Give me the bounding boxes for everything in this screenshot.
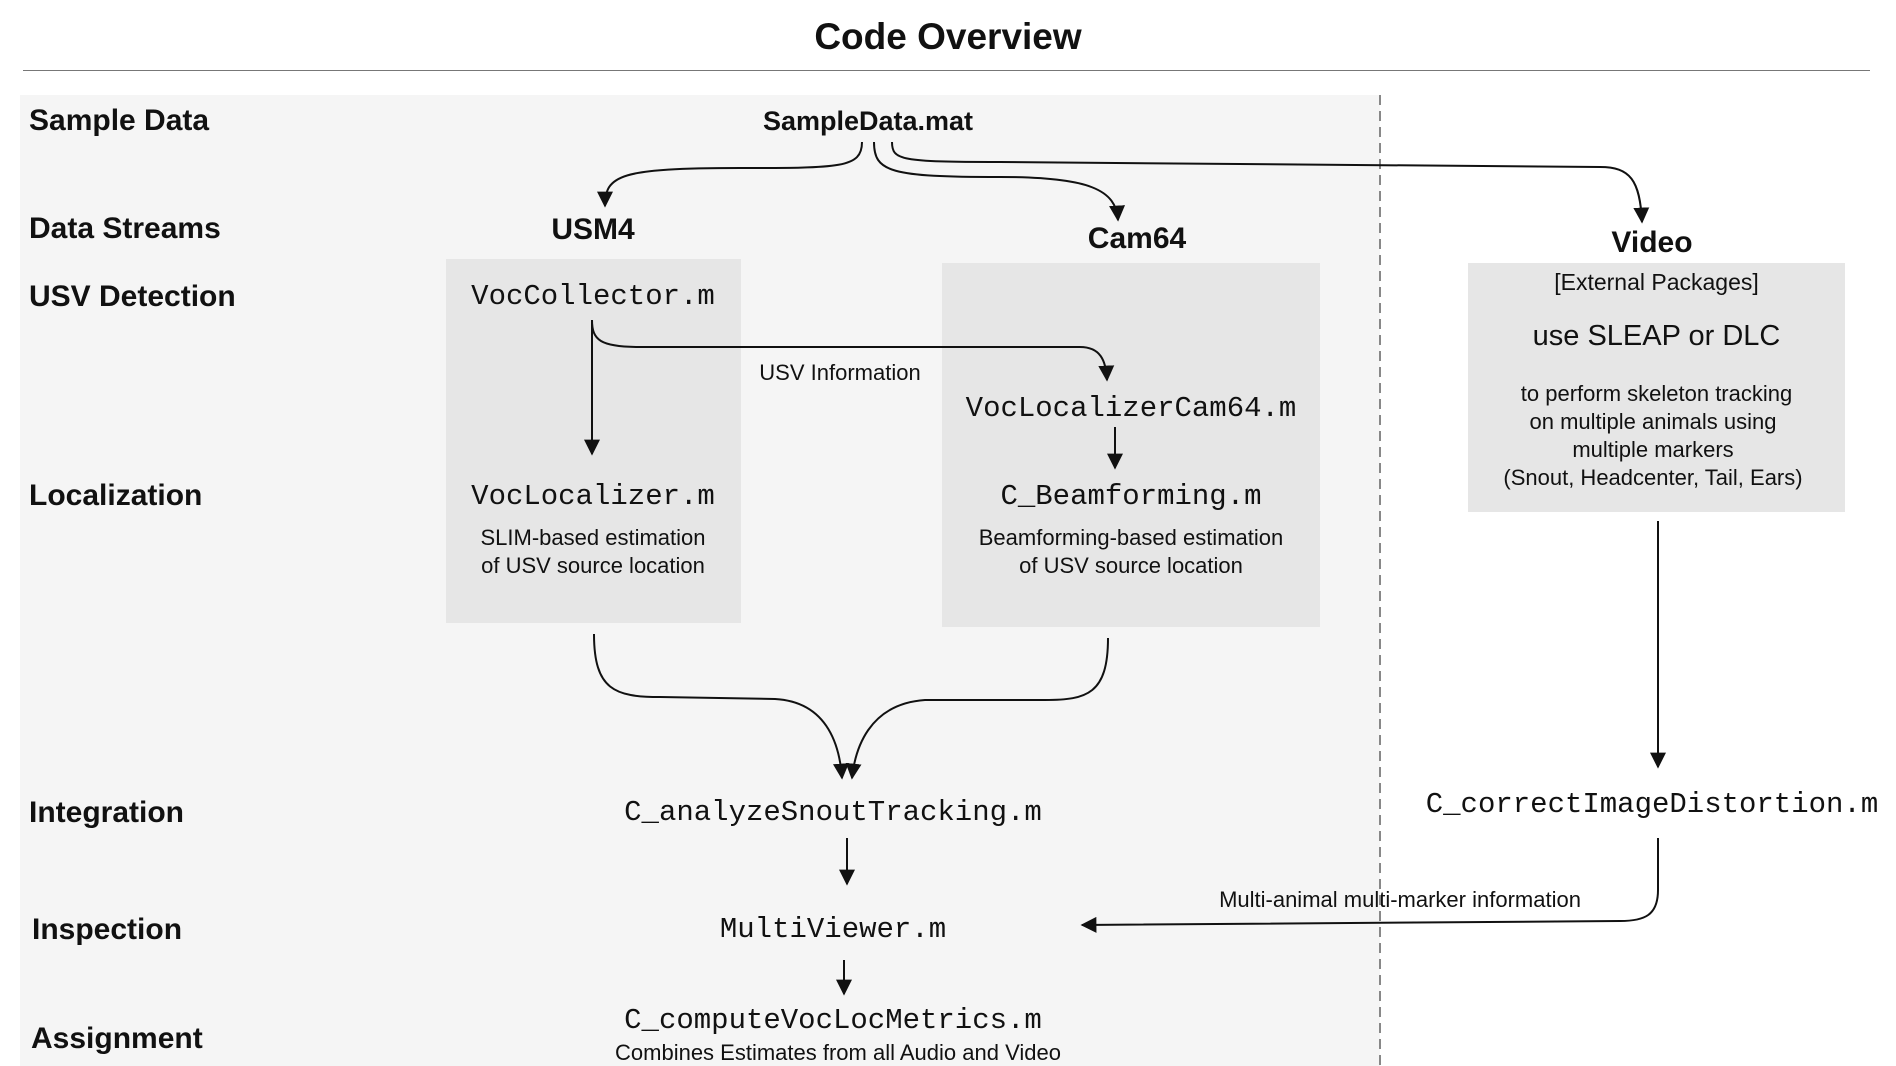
usm4-desc-line-1: SLIM-based estimation	[480, 525, 706, 550]
arrow-collector-to-cam64	[591, 319, 1115, 382]
analyze-snout-tracking-script: C_analyzeSnoutTracking.m	[624, 796, 1042, 829]
row-label-integration: Integration	[29, 796, 184, 829]
row-label-assignment: Assignment	[31, 1022, 203, 1055]
arrow-sample-to-video	[891, 141, 1650, 224]
video-box	[1468, 263, 1845, 512]
row-label-sample-data: Sample Data	[29, 104, 210, 137]
video-desc-line-2: on multiple animals using	[1529, 409, 1777, 434]
sleap-dlc-label: use SLEAP or DLC	[1532, 320, 1781, 352]
stream-cam64: Cam64	[1087, 222, 1187, 255]
beamforming-script: C_Beamforming.m	[1000, 480, 1262, 513]
row-label-inspection: Inspection	[32, 913, 183, 946]
arrow-sample-to-usm4	[597, 141, 863, 208]
external-packages-label: [External Packages]	[1554, 269, 1759, 295]
row-label-usv-detection: USV Detection	[29, 280, 236, 313]
arrow-usm4-to-integration	[593, 633, 849, 780]
arrow-cam64-to-integration	[845, 637, 1109, 780]
page-title: Code Overview	[814, 16, 1082, 57]
voc-localizer-cam64-script: VocLocalizerCam64.m	[965, 392, 1297, 425]
usm4-desc-line-2: of USV source location	[481, 553, 705, 578]
voc-localizer-script: VocLocalizer.m	[471, 480, 715, 513]
multiviewer-script: MultiViewer.m	[719, 913, 947, 946]
row-label-data-streams: Data Streams	[29, 212, 221, 245]
video-desc-line-1: to perform skeleton tracking	[1520, 381, 1793, 406]
sample-data-file: SampleData.mat	[762, 106, 974, 136]
arrow-sample-to-cam64	[873, 141, 1126, 222]
title-divider	[23, 70, 1870, 71]
arrow-distortion-to-multiviewer	[1080, 838, 1659, 933]
marker-information-label: Multi-animal multi-marker information	[1219, 887, 1581, 912]
stream-video: Video	[1611, 226, 1693, 259]
stream-usm4: USM4	[551, 213, 635, 246]
voc-collector-script: VocCollector.m	[471, 280, 715, 313]
cam64-box	[942, 263, 1320, 627]
video-desc-line-3: multiple markers	[1572, 437, 1734, 462]
assignment-desc: Combines Estimates from all Audio and Vi…	[615, 1040, 1061, 1065]
video-desc-line-4: (Snout, Headcenter, Tail, Ears)	[1503, 465, 1803, 490]
correct-image-distortion-script: C_correctImageDistortion.m	[1425, 788, 1879, 821]
usv-information-label: USV Information	[759, 360, 921, 385]
cam64-desc-line-1: Beamforming-based estimation	[978, 525, 1284, 550]
cam64-desc-line-2: of USV source location	[1019, 553, 1243, 578]
row-label-localization: Localization	[29, 479, 203, 512]
compute-voc-loc-metrics-script: C_computeVocLocMetrics.m	[624, 1004, 1042, 1037]
